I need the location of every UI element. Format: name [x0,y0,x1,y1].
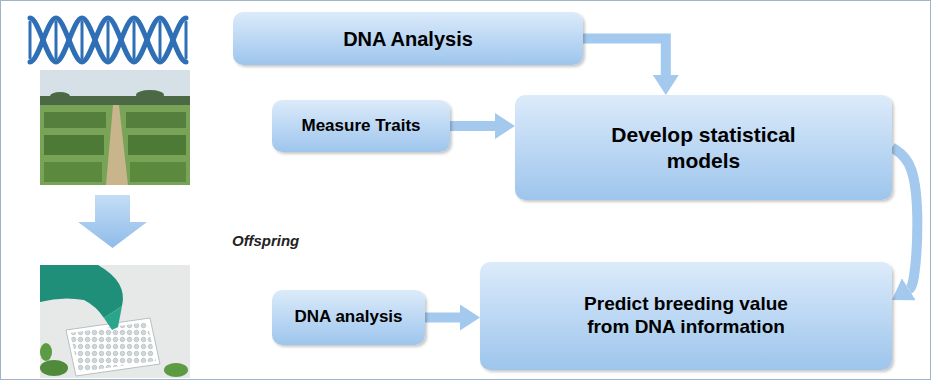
flow-arrow [583,39,666,76]
flow-arrow [425,313,460,323]
crop-plot [128,135,186,155]
crop-plot [44,112,106,128]
box-label: DNA Analysis [343,27,473,51]
glove-finger [104,306,122,330]
lab-photo [40,265,190,378]
note-label: Offspring [232,232,299,249]
lab-bench [40,265,190,378]
tree [50,92,70,100]
gloved-hand [40,265,123,318]
box-label: Measure Traits [301,116,420,136]
process-box: Predict breeding value from DNA informat… [480,262,892,370]
box-label: DNA analysis [294,307,402,327]
process-box: Measure Traits [272,100,450,152]
offspring-arrow [78,195,147,248]
sky [40,70,190,100]
box-label: Develop statistical models [579,122,829,172]
dna-rungs [30,22,186,58]
field-photo [40,70,190,185]
box-label: Predict breeding value from DNA informat… [566,293,806,339]
plant-leaf [40,360,68,376]
field [40,105,190,185]
crop-plot [44,135,104,155]
crop-plot [130,162,186,182]
tree [136,90,164,100]
process-box: DNA Analysis [233,12,583,65]
plant-leaf [164,363,188,377]
flow-arrow [450,121,495,131]
flow-arrow [892,148,917,290]
field-path [106,105,128,185]
plant-leaf [40,343,52,361]
dna-icon [30,18,186,62]
crop-plot [126,112,186,128]
crop-plot [44,162,102,182]
dna-strand [30,18,186,62]
dna-strand [30,18,186,62]
process-box: Develop statistical models [515,95,892,200]
process-box: DNA analysis [272,290,425,345]
